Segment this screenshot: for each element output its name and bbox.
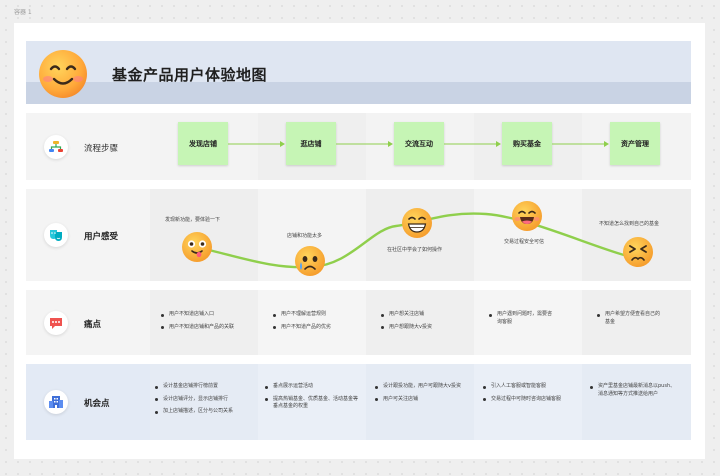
pain-list: 用户不知道店铺入口 用户不知道店铺和产品的关联 xyxy=(160,311,254,336)
row-label-process: 流程步骤 xyxy=(84,144,119,154)
flow-steps-icon xyxy=(44,135,68,159)
opportunity-list: 垂点展示运营活动 提高热销基金、优质基金、活动基金等垂点基金的权重 xyxy=(264,383,360,416)
pain-item: 用户希望方便查看自己的基金 xyxy=(596,311,662,326)
pain-item: 用户想跟随大v投资 xyxy=(380,324,470,332)
pain-list: 用户希望方便查看自己的基金 xyxy=(596,311,662,331)
opportunity-list: 设计跟投功能，用户可跟随大v投资 用户可关注店铺 xyxy=(374,383,466,408)
flow-arrow-icon xyxy=(444,141,501,147)
flow-arrow-icon xyxy=(228,141,285,147)
feeling-row: 用户感受 发现新功能，要体验一下 店铺和功能太多 在社区中学会了如何操作 交易过… xyxy=(26,189,691,281)
frame-label: 容器 1 xyxy=(14,9,32,16)
row-label-feeling: 用户感受 xyxy=(84,232,119,242)
buildings-icon xyxy=(44,390,68,414)
pain-item: 用户不知道店铺和产品的关联 xyxy=(160,324,254,332)
feeling-note: 店铺和功能太多 xyxy=(287,233,323,239)
pain-item: 用户不知道店铺入口 xyxy=(160,311,254,319)
opportunity-list: 设计基金店铺排行榜前置 设计店铺评分，显示店铺排行 加上店铺描述，区分与公司关系 xyxy=(154,383,254,421)
opportunity-item: 设计基金店铺排行榜前置 xyxy=(154,383,254,391)
step-card[interactable]: 购买基金 xyxy=(502,122,552,165)
pain-item: 用户不知道产品的优劣 xyxy=(272,324,362,332)
opportunity-col xyxy=(366,364,474,440)
pain-list: 用户遇到问题时，需要咨询客服 xyxy=(488,311,556,331)
theater-masks-icon xyxy=(44,223,68,247)
opportunity-col xyxy=(474,364,582,440)
opportunity-list: 引入人工客服或智能客服 交易过程中可随时咨询店铺客服 xyxy=(482,383,574,408)
flow-arrow-icon xyxy=(552,141,609,147)
opportunity-item: 用户可关注店铺 xyxy=(374,396,466,404)
step-card[interactable]: 逛店铺 xyxy=(286,122,336,165)
step-card[interactable]: 资产管理 xyxy=(610,122,660,165)
opportunity-item: 设计跟投功能，用户可跟随大v投资 xyxy=(374,383,466,391)
pain-list: 用户想关注店铺 用户想跟随大v投资 xyxy=(380,311,470,336)
page-title: 基金产品用户体验地图 xyxy=(112,66,268,84)
pain-list: 用户不理解运营规则 用户不知道产品的优劣 xyxy=(272,311,362,336)
step-card[interactable]: 发现店铺 xyxy=(178,122,228,165)
feeling-note: 不知道怎么找到自己的基金 xyxy=(599,221,660,227)
pain-col xyxy=(150,290,258,355)
smiling-emoji-icon xyxy=(39,50,87,98)
opportunity-item: 设计店铺评分，显示店铺排行 xyxy=(154,396,254,404)
opportunity-item: 交易过程中可随时咨询店铺客服 xyxy=(482,396,574,404)
opportunity-item: 垂点展示运营活动 xyxy=(264,383,360,391)
pain-col xyxy=(582,290,691,355)
opportunity-item: 提高热销基金、优质基金、活动基金等垂点基金的权重 xyxy=(264,396,360,411)
excited-emoji-icon xyxy=(182,232,212,262)
pain-col xyxy=(366,290,474,355)
opportunity-item: 加上店铺描述，区分与公司关系 xyxy=(154,408,254,416)
frustrated-emoji-icon xyxy=(623,237,653,267)
happy-emoji-icon xyxy=(512,201,542,231)
pain-row: 痛点 用户不知道店铺入口 用户不知道店铺和产品的关联 用户不理解运营规则 用户不… xyxy=(26,290,691,355)
pain-item: 用户想关注店铺 xyxy=(380,311,470,319)
feeling-note: 发现新功能，要体验一下 xyxy=(165,217,221,223)
feeling-note: 在社区中学会了如何操作 xyxy=(387,247,443,253)
sad-emoji-icon xyxy=(295,246,325,276)
opportunity-item: 引入人工客服或智能客服 xyxy=(482,383,574,391)
opportunity-col xyxy=(582,364,691,440)
opportunity-col xyxy=(258,364,366,440)
opportunity-list: 资产里基金店铺最新消息以push、消息通知等方式推送给用户 xyxy=(589,383,677,403)
flow-arrow-icon xyxy=(336,141,393,147)
pain-col xyxy=(474,290,582,355)
pain-col xyxy=(258,290,366,355)
grinning-emoji-icon xyxy=(402,208,432,238)
header-stripe xyxy=(26,82,691,104)
speech-bubble-icon xyxy=(44,311,68,335)
map-header xyxy=(26,41,691,104)
pain-item: 用户遇到问题时，需要咨询客服 xyxy=(488,311,556,326)
emotion-curve xyxy=(194,212,626,269)
pain-item: 用户不理解运营规则 xyxy=(272,311,362,319)
opportunity-item: 资产里基金店铺最新消息以push、消息通知等方式推送给用户 xyxy=(589,383,677,398)
process-row: 流程步骤 发现店铺 逛店铺 交流互动 购买基金 资产管理 xyxy=(26,113,691,180)
opportunity-row: 机会点 设计基金店铺排行榜前置 设计店铺评分，显示店铺排行 加上店铺描述，区分与… xyxy=(26,364,691,440)
step-card[interactable]: 交流互动 xyxy=(394,122,444,165)
row-label-pain: 痛点 xyxy=(84,320,102,330)
feeling-note: 交易过程安全可信 xyxy=(504,239,545,245)
opportunity-col xyxy=(150,364,258,440)
row-label-opportunity: 机会点 xyxy=(84,399,110,409)
